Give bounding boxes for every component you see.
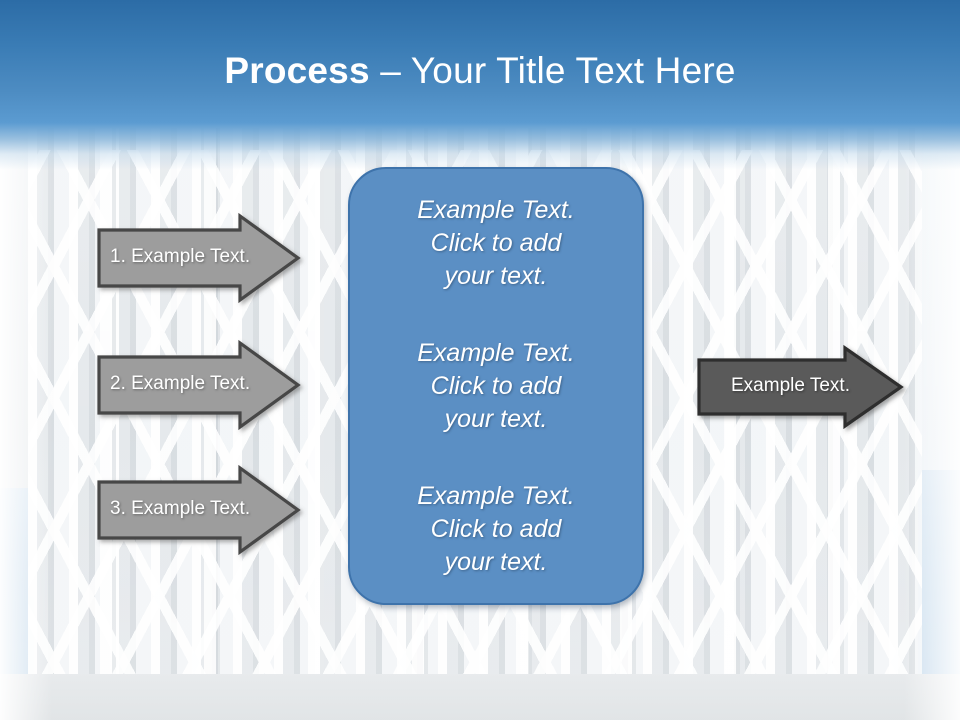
center-text-block-1: Example Text. Click to add your text. [417,195,575,290]
process-arrow-1[interactable] [97,212,301,304]
center-text-block-2: Example Text. Click to add your text. [417,338,575,433]
arrow-shape-icon [97,464,301,556]
page-title-regular: – Your Title Text Here [380,50,736,91]
page-title-bold: Process [224,50,381,91]
result-arrow[interactable] [697,344,904,430]
page-title: Process – Your Title Text Here [0,48,960,94]
process-arrow-2[interactable] [97,339,301,431]
center-text-block-3: Example Text. Click to add your text. [417,481,575,576]
center-content-box[interactable]: Example Text. Click to add your text. Ex… [348,167,644,605]
arrow-shape-icon [97,339,301,431]
arrow-shape-icon [97,212,301,304]
arrow-shape-icon [697,344,904,430]
process-arrow-3[interactable] [97,464,301,556]
